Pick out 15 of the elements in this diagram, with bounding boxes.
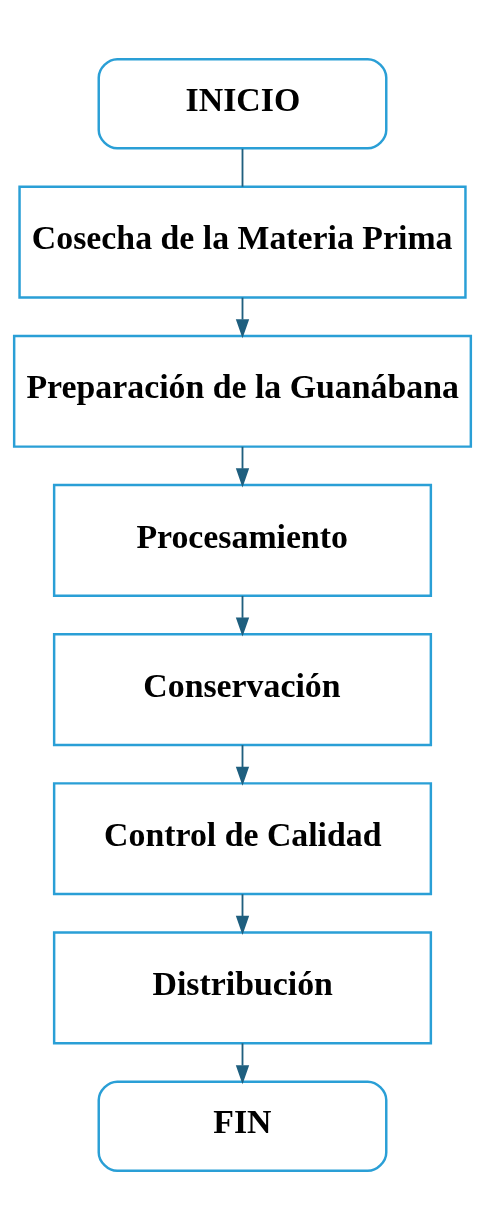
arrow [235,595,250,637]
arrow [235,893,250,935]
arrow [235,744,250,786]
node-box: Preparación de la Guanábana [12,334,473,448]
node-box: FIN [97,1080,388,1173]
node-box: Distribución [52,931,433,1045]
connector [241,147,244,188]
node-box: Cosecha de la Materia Prima [18,185,467,299]
node-box: Control de Calidad [52,782,433,896]
node-box: Procesamiento [52,483,433,597]
arrow [235,1042,250,1085]
arrow [235,296,250,339]
arrow [235,445,250,488]
node-box: INICIO [97,57,388,150]
node-box: Conservación [52,633,433,747]
